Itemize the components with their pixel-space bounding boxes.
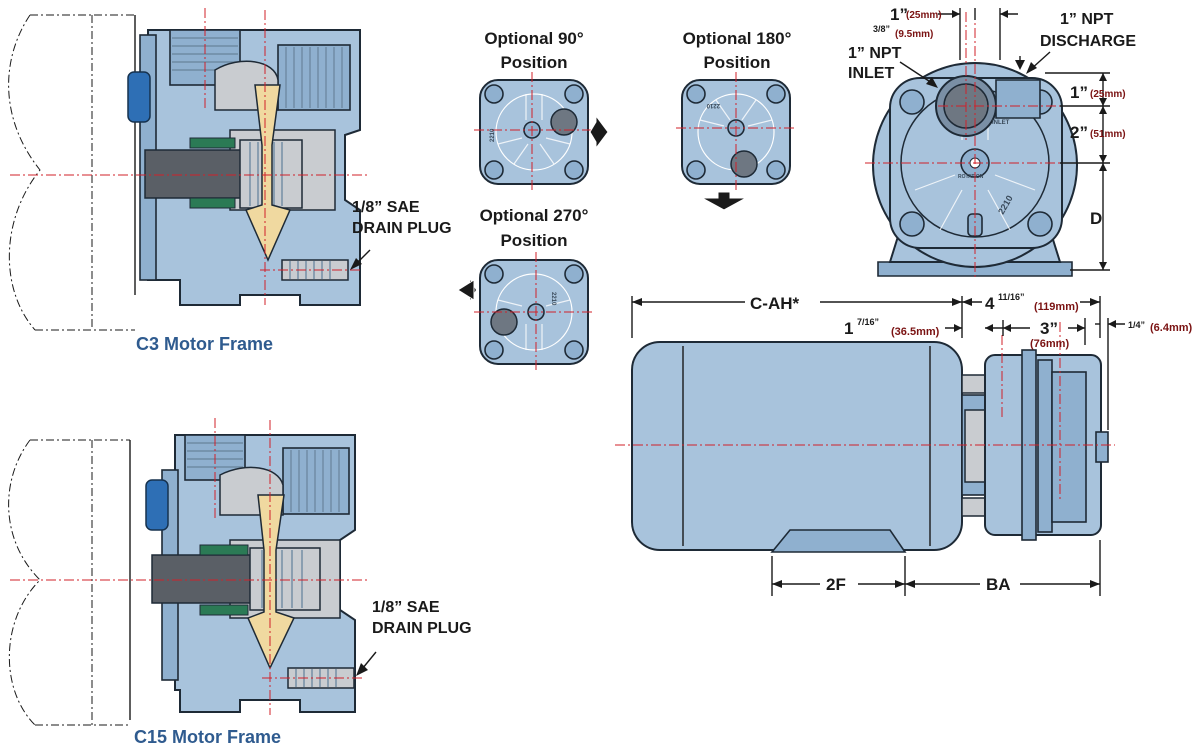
dim-3-8in: 3/8” xyxy=(873,24,890,34)
p270-title-1: Optional 270° xyxy=(480,206,589,225)
c15-drain-plug-label-1: 1/8” SAE xyxy=(372,599,440,616)
p180-direction-arrow xyxy=(701,191,747,211)
dim-1-7-16-whole: 1 xyxy=(844,319,853,338)
discharge-label-2: DISCHARGE xyxy=(1040,33,1136,50)
dim-3in-mm: (76mm) xyxy=(1030,338,1069,350)
c3-discharge-threads xyxy=(285,47,343,108)
c3-cutaway xyxy=(8,8,371,331)
p180-model-tag: 2210 xyxy=(706,102,720,108)
c15-motor-outline xyxy=(8,439,41,726)
dim-4-frac: 11/16” xyxy=(998,292,1025,302)
c15-blue-cap xyxy=(145,479,169,531)
p270-title-2: Position xyxy=(500,231,567,250)
p180-title-1: Optional 180° xyxy=(683,29,792,48)
dim-3-8in-mm: (9.5mm) xyxy=(895,29,933,40)
dim-1in-top-mm: (25mm) xyxy=(906,10,942,21)
p90-model-tag: 2210 xyxy=(490,128,496,142)
c3-motor-outline xyxy=(8,14,41,331)
p270-model-tag: 2210 xyxy=(550,292,556,306)
c3-blue-cap xyxy=(127,71,151,123)
dim-1-4in-mm: (6.4mm) xyxy=(1150,322,1193,334)
side-view xyxy=(615,322,1115,553)
p90-title-1: Optional 90° xyxy=(484,29,584,48)
dim-2f: 2F xyxy=(826,575,846,594)
dim-1-7-16-frac: 7/16” xyxy=(857,317,879,327)
dim-3in: 3” xyxy=(1040,319,1058,338)
dim-2in-mm: (51mm) xyxy=(1090,129,1126,140)
dim-4-whole: 4 xyxy=(985,294,995,313)
dim-4-mm: (119mm) xyxy=(1034,301,1079,313)
c15-impeller xyxy=(246,494,296,670)
dim-1in-top: 1” xyxy=(890,5,908,24)
c15-shaft xyxy=(151,554,253,604)
p90-title-2: Position xyxy=(500,53,567,72)
dim-1-4in: 1/4” xyxy=(1128,320,1145,330)
front-view: INLET ROTATION 2210 xyxy=(865,10,1090,278)
c3-drain-plug-label-2: DRAIN PLUG xyxy=(352,220,452,237)
dim-1-7-16-mm: (36.5mm) xyxy=(891,326,940,338)
c3-drain-plug-label-1: 1/8” SAE xyxy=(352,199,420,216)
front-view-dimensions xyxy=(938,8,1110,271)
c3-shaft xyxy=(144,149,246,199)
p90-direction-arrow xyxy=(589,114,609,150)
p180-pump-face: 2210 xyxy=(676,72,796,192)
c3-frame-label: C3 Motor Frame xyxy=(136,334,273,354)
dim-1in-right: 1” xyxy=(1070,83,1088,102)
p270-pump-face: 2210 xyxy=(474,252,594,372)
c15-drain-plug-label-2: DRAIN PLUG xyxy=(372,620,472,637)
p90-pump-face: 2210 xyxy=(474,72,594,192)
inlet-label-2: INLET xyxy=(848,65,894,82)
dim-d: D xyxy=(1090,209,1102,228)
inlet-label-1: 1” NPT xyxy=(848,45,902,62)
front-view-rotation-tag: ROTATION xyxy=(958,174,984,180)
side-view-motor xyxy=(631,341,963,551)
c15-frame-label: C15 Motor Frame xyxy=(134,727,281,747)
front-view-inlet-tag: INLET xyxy=(992,120,1010,126)
dim-ba: BA xyxy=(986,575,1011,594)
dim-1in-right-mm: (25mm) xyxy=(1090,89,1126,100)
dim-cah: C-AH* xyxy=(750,294,799,313)
p180-title-2: Position xyxy=(703,53,770,72)
side-view-plug xyxy=(1095,431,1109,463)
c15-cutaway xyxy=(8,418,377,726)
discharge-label-1: 1” NPT xyxy=(1060,11,1114,28)
dim-2in: 2” xyxy=(1070,123,1088,142)
side-view-dimensions xyxy=(631,296,1125,596)
side-view-foot xyxy=(770,529,907,553)
